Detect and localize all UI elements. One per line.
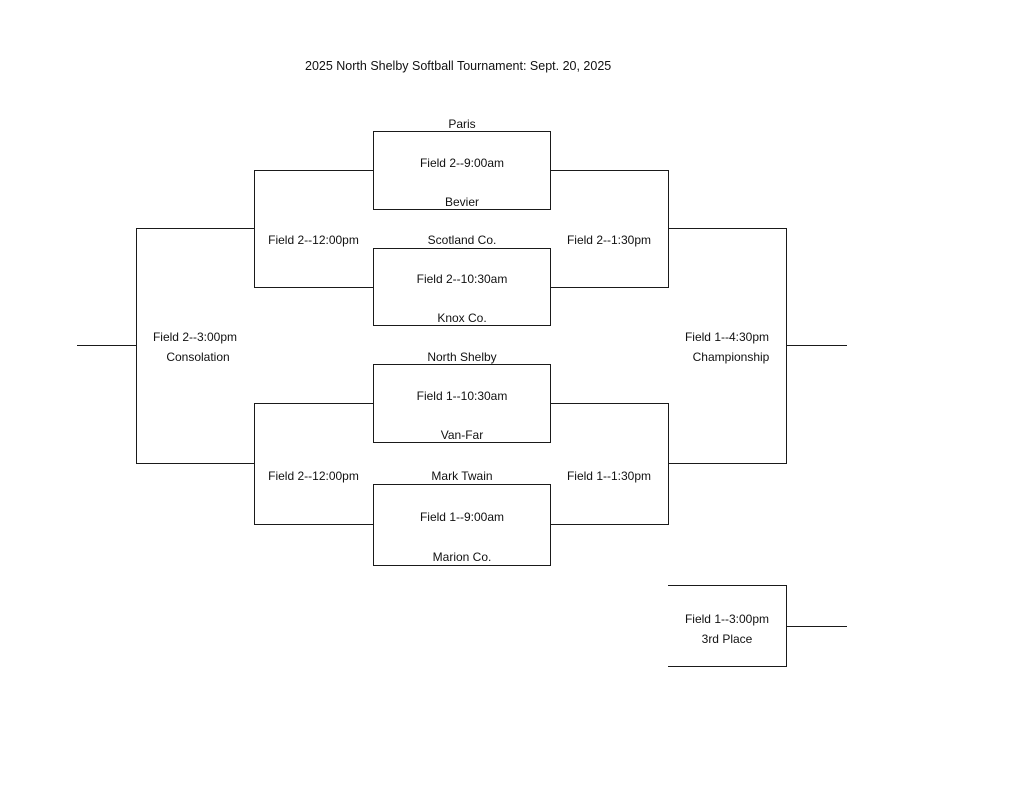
- team-label: Van-Far: [440, 428, 484, 442]
- bracket-line: [668, 463, 787, 464]
- bracket-line: [668, 403, 669, 525]
- bracket-line: [668, 170, 669, 288]
- bracket-line: [136, 228, 137, 464]
- bracket-line: [668, 666, 787, 667]
- team-label: Mark Twain: [431, 469, 493, 483]
- bracket-line: [254, 170, 255, 288]
- bracket-line: [550, 403, 669, 404]
- bracket-line: [254, 403, 374, 404]
- bracket-line: [550, 524, 669, 525]
- team-label: North Shelby: [427, 350, 497, 364]
- bracket-line: [373, 248, 551, 249]
- bracket-line: [668, 228, 787, 229]
- team-label: Bevier: [444, 195, 479, 209]
- team-label: Paris: [448, 117, 476, 131]
- bracket-line: [786, 345, 847, 346]
- bracket-line: [550, 170, 669, 171]
- bracket-line: [254, 287, 374, 288]
- game-label: Field 1--4:30pm: [684, 330, 770, 344]
- team-label: Knox Co.: [437, 311, 487, 325]
- bracket-line: [373, 364, 551, 365]
- game-label: Field 1--10:30am: [416, 389, 508, 403]
- game-label: Field 2--1:30pm: [566, 233, 652, 247]
- bracket-line: [550, 287, 669, 288]
- bracket-line: [136, 228, 255, 229]
- bracket-line: [786, 626, 847, 627]
- game-title: 3rd Place: [701, 632, 753, 646]
- bracket-line: [550, 484, 551, 566]
- bracket-line: [77, 345, 137, 346]
- game-label: Field 2--9:00am: [419, 156, 505, 170]
- team-label: Scotland Co.: [427, 233, 497, 247]
- bracket-line: [254, 524, 374, 525]
- game-label: Field 1--9:00am: [419, 510, 505, 524]
- game-label: Field 1--3:00pm: [684, 612, 770, 626]
- game-title: Consolation: [166, 350, 230, 364]
- bracket-line: [668, 585, 787, 586]
- team-label: Marion Co.: [432, 550, 492, 564]
- bracket-line: [373, 484, 374, 566]
- bracket-line: [373, 484, 551, 485]
- bracket-line: [254, 403, 255, 525]
- bracket-line: [373, 565, 551, 566]
- game-label: Field 2--12:00pm: [268, 233, 359, 247]
- game-label: Field 2--3:00pm: [152, 330, 238, 344]
- game-label: Field 2--12:00pm: [268, 469, 359, 483]
- bracket-line: [254, 170, 374, 171]
- bracket-line: [373, 131, 551, 132]
- game-title: Championship: [692, 350, 770, 364]
- page-title: 2025 North Shelby Softball Tournament: S…: [305, 59, 612, 73]
- bracket-line: [373, 209, 551, 210]
- game-label: Field 1--1:30pm: [566, 469, 652, 483]
- bracket-line: [373, 325, 551, 326]
- bracket-line: [373, 442, 551, 443]
- game-label: Field 2--10:30am: [416, 272, 508, 286]
- bracket-line: [786, 228, 787, 464]
- bracket-line: [136, 463, 255, 464]
